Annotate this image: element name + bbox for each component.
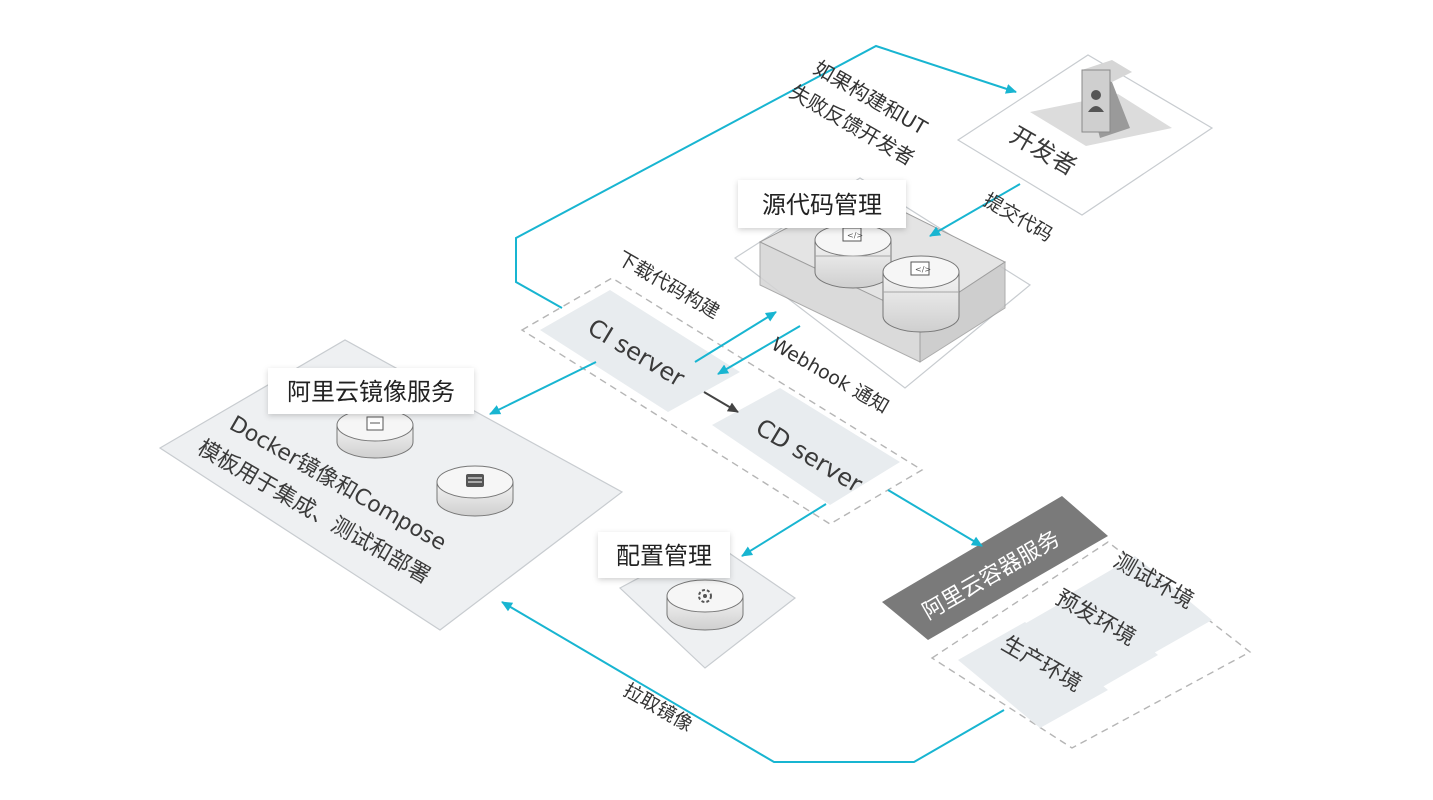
ci-cd-area: CI server CD server (520, 277, 924, 525)
cd-to-container-arrow (887, 489, 983, 547)
ci-to-image-arrow (489, 361, 597, 415)
config-label-box (598, 532, 730, 578)
config-disk-icon (666, 579, 744, 631)
config-management-node: 配置管理 (598, 532, 797, 669)
pull-image-arrow (501, 601, 1005, 763)
developer-node: 开发者 (956, 54, 1214, 216)
commit-arrow (929, 183, 1021, 237)
source-code-label-box (738, 180, 906, 228)
commit-label: 提交代码 (980, 189, 1057, 246)
source-code-management-node: </> </> 源代码管理 (733, 177, 1032, 389)
code-repo-disk-icon: </> (814, 223, 892, 289)
svg-text:</>: </> (915, 265, 931, 274)
feedback-arrow (515, 44, 1017, 309)
layers-disk-icon (436, 465, 514, 517)
arrows (489, 44, 1021, 763)
webhook-arrow (717, 325, 801, 375)
pull-image-label: 拉取镜像 (620, 679, 697, 736)
gear-icon (698, 589, 712, 603)
config-label: 配置管理 (616, 542, 712, 570)
image-service-node: 阿里云镜像服务 Docker镜像和Compose 模板用于集成、测试和部署 (158, 339, 624, 631)
cd-to-config-arrow (741, 503, 827, 557)
download-arrow (694, 311, 777, 363)
image-repo-disk-icon (336, 408, 414, 459)
ci-to-cd-arrow (703, 391, 739, 413)
container-service-node: 阿里云容器服务 测试环境 预发环境 生产环境 (882, 496, 1252, 749)
code-repo-disk-icon: </> (882, 255, 960, 333)
user-card-icon (1081, 60, 1132, 138)
image-service-label-box (268, 368, 474, 414)
image-service-label: 阿里云镜像服务 (287, 378, 455, 406)
svg-text:</>: </> (847, 231, 863, 240)
source-code-label: 源代码管理 (762, 191, 882, 219)
